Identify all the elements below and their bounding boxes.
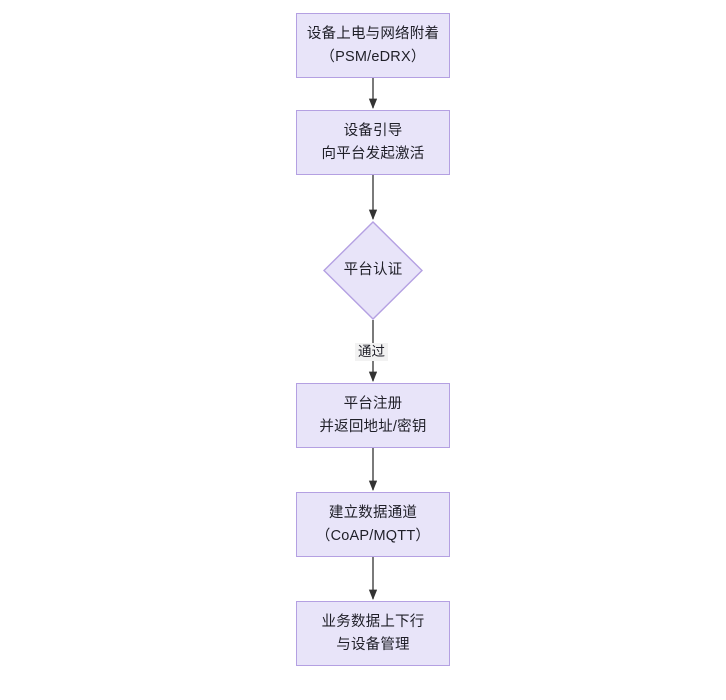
flow-node-establish-data-channel[interactable]: 建立数据通道 （CoAP/MQTT） xyxy=(296,492,450,557)
flow-node-label: 平台注册 并返回地址/密钥 xyxy=(319,396,427,435)
flow-node-business-data-and-device-management[interactable]: 业务数据上下行 与设备管理 xyxy=(296,601,450,666)
flow-node-platform-register[interactable]: 平台注册 并返回地址/密钥 xyxy=(296,383,450,448)
flow-node-label: 建立数据通道 （CoAP/MQTT） xyxy=(315,505,431,544)
flow-node-label: 设备引导 向平台发起激活 xyxy=(321,123,425,162)
flow-node-device-power-on[interactable]: 设备上电与网络附着 （PSM/eDRX） xyxy=(296,13,450,78)
diamond-icon xyxy=(323,221,423,320)
flow-node-platform-auth-decision[interactable]: 平台认证 xyxy=(323,221,423,320)
flow-node-device-bootstrap[interactable]: 设备引导 向平台发起激活 xyxy=(296,110,450,175)
flow-node-label: 业务数据上下行 与设备管理 xyxy=(321,614,425,653)
flow-node-label: 设备上电与网络附着 （PSM/eDRX） xyxy=(306,26,440,65)
edge-label-text: 通过 xyxy=(358,344,385,359)
flow-node-label: 平台认证 xyxy=(343,262,403,279)
edge-label-pass: 通过 xyxy=(355,343,388,362)
